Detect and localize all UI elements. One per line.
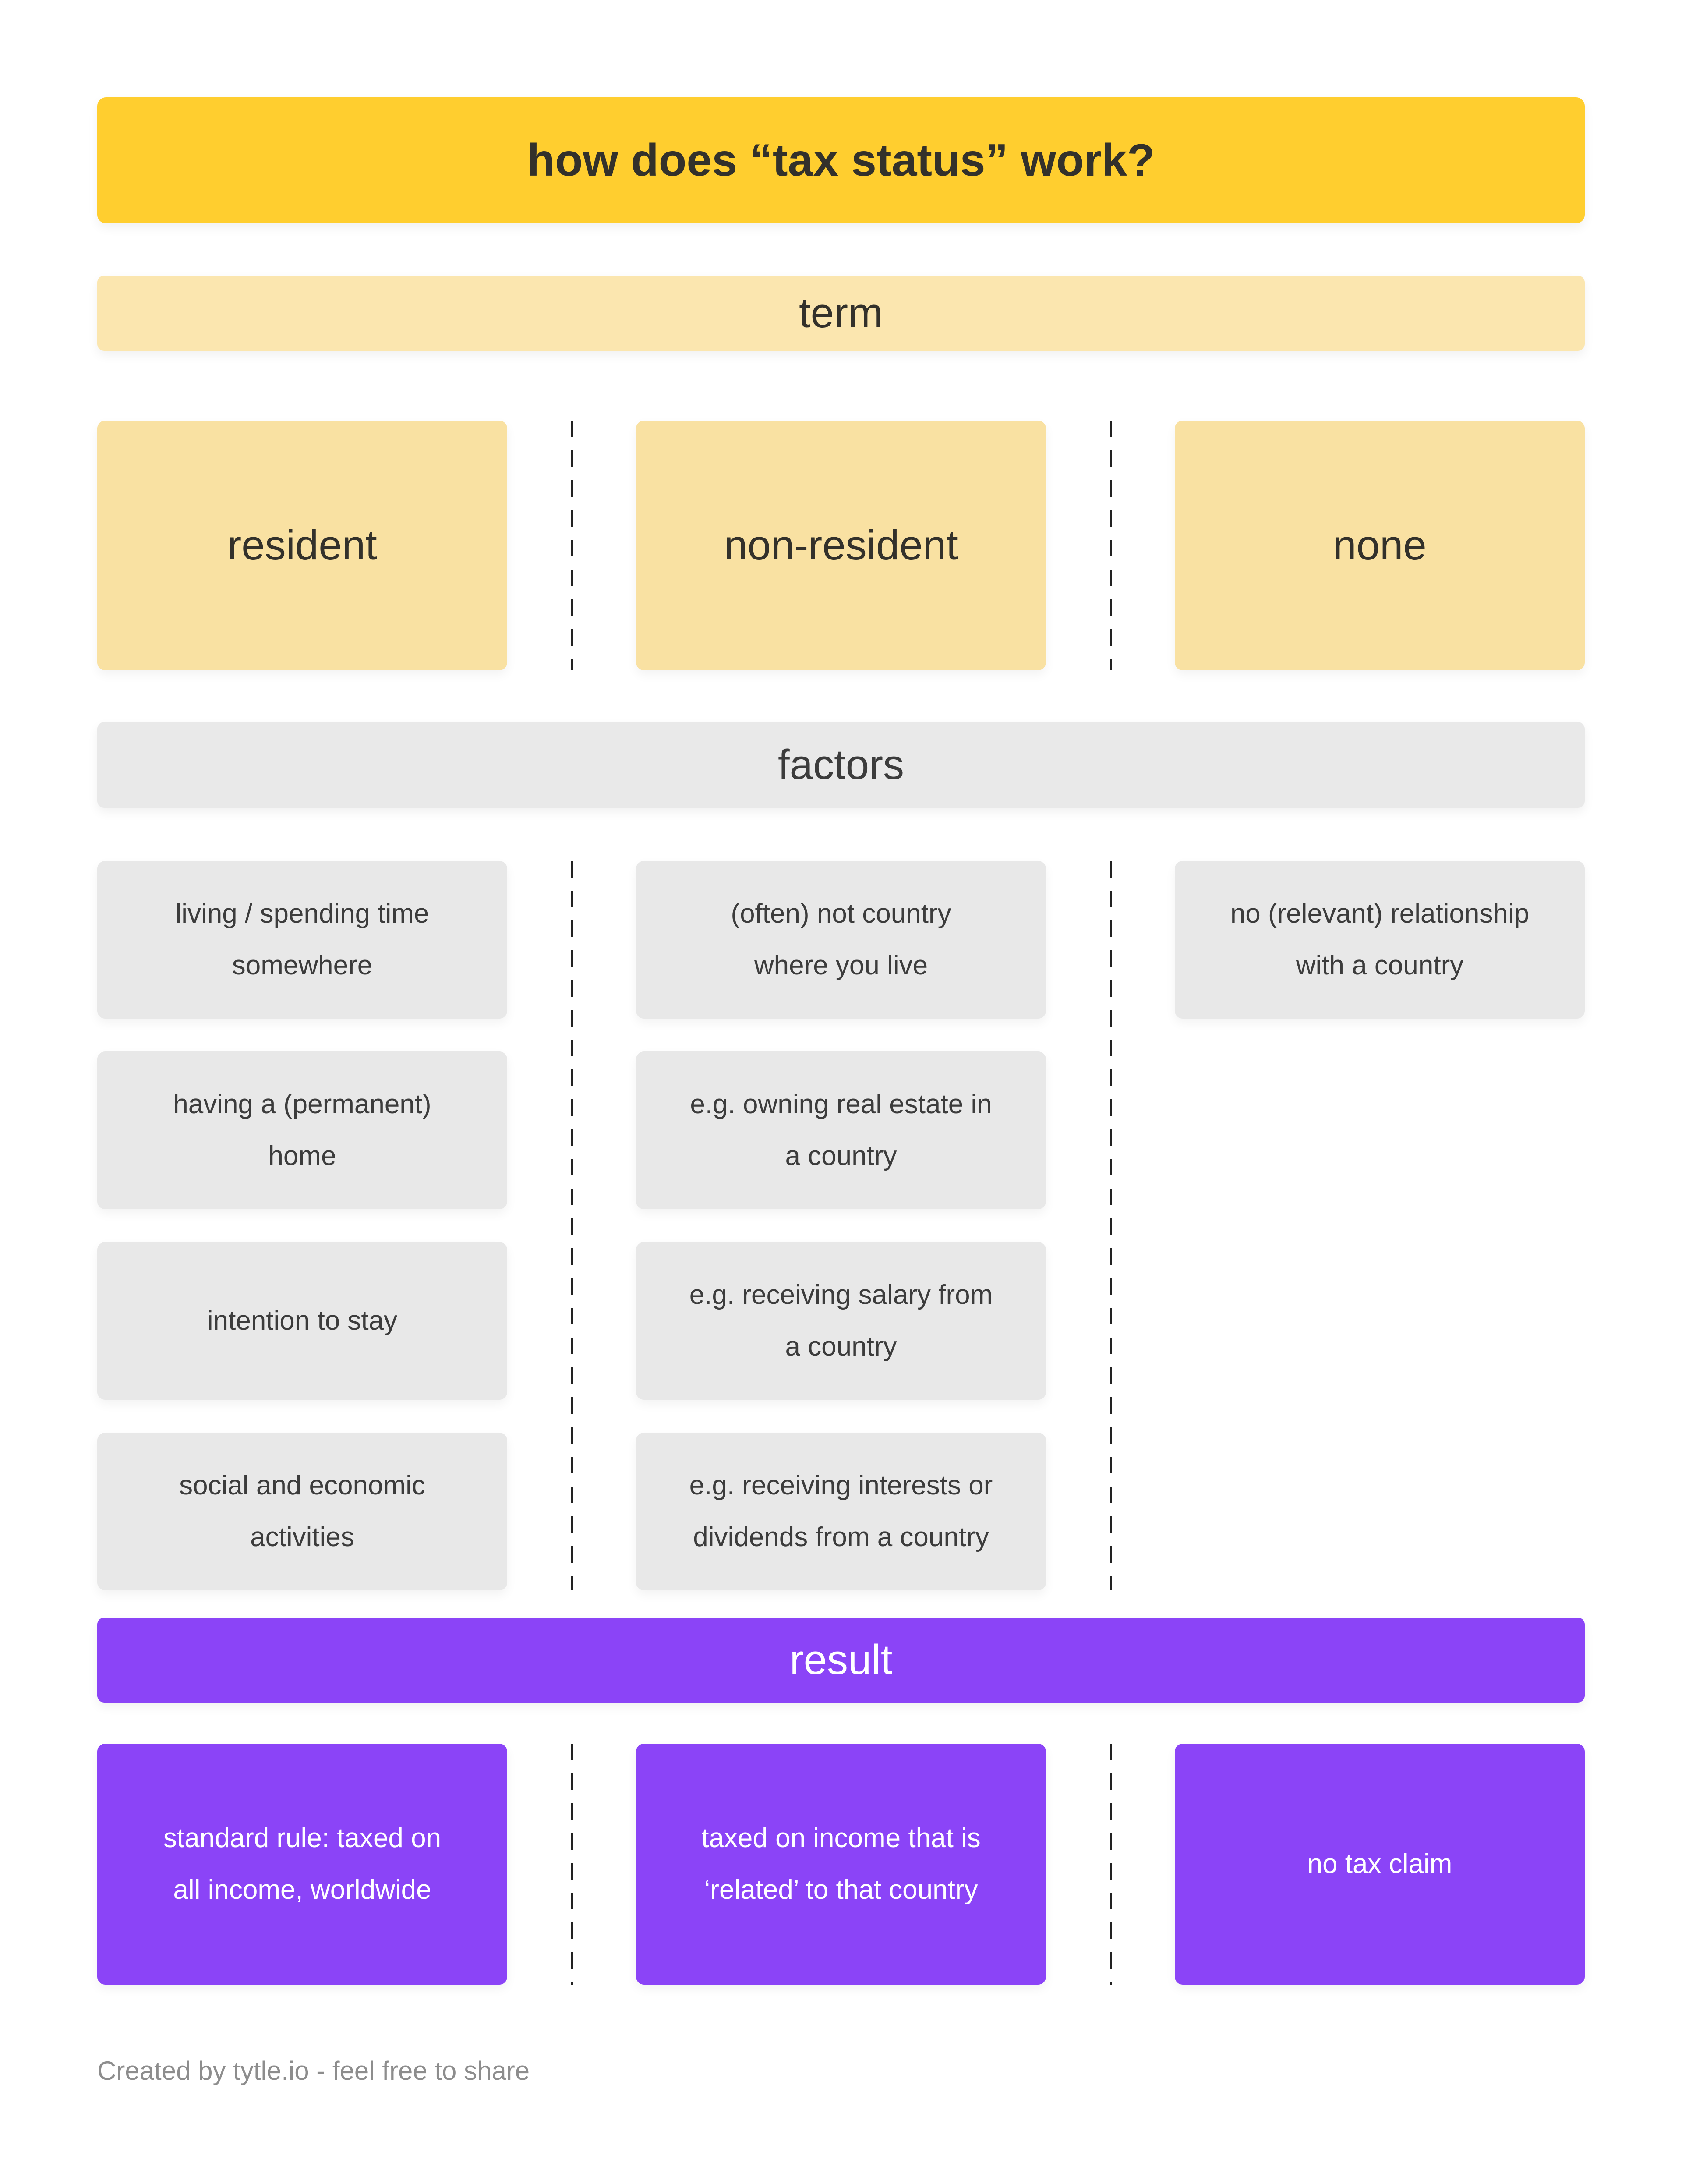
factors-divider-left (571, 861, 573, 1590)
factor-box-home: having a (permanent) home (97, 1051, 507, 1209)
page-title: how does “tax status” work? (527, 135, 1155, 186)
result-divider-right (1110, 1744, 1112, 1985)
factor-box-social-economic: social and economic activities (97, 1433, 507, 1590)
factor-box-real-estate-label: e.g. owning real estate in a country (690, 1089, 992, 1171)
result-box-worldwide-label: standard rule: taxed on all income, worl… (163, 1823, 442, 1905)
term-box-resident-label: resident (227, 522, 377, 569)
term-box-none-label: none (1333, 522, 1427, 569)
result-box-related-income: taxed on income that is ‘related’ to tha… (636, 1744, 1046, 1985)
factors-section-label: factors (777, 741, 905, 788)
factor-box-interests-dividends: e.g. receiving interests or dividends fr… (636, 1433, 1046, 1590)
result-box-worldwide: standard rule: taxed on all income, worl… (97, 1744, 507, 1985)
term-section-label: term (799, 290, 883, 336)
factor-box-social-economic-label: social and economic activities (179, 1470, 425, 1552)
factor-box-not-country: (often) not country where you live (636, 861, 1046, 1019)
factor-box-interests-dividends-label: e.g. receiving interests or dividends fr… (689, 1470, 993, 1552)
term-box-resident: resident (97, 421, 507, 670)
footer-credit: Created by tytle.io - feel free to share (97, 2056, 530, 2085)
term-box-none: none (1175, 421, 1585, 670)
factor-box-intention: intention to stay (97, 1242, 507, 1400)
term-divider-right (1110, 421, 1112, 670)
factors-divider-right (1110, 861, 1112, 1590)
result-box-no-tax-claim: no tax claim (1175, 1744, 1585, 1985)
result-box-related-income-label: taxed on income that is ‘related’ to tha… (701, 1823, 981, 1905)
factor-box-real-estate: e.g. owning real estate in a country (636, 1051, 1046, 1209)
result-divider-left (571, 1744, 573, 1985)
factor-box-no-relationship-label: no (relevant) relationship with a countr… (1230, 899, 1530, 980)
factors-section-header: factors (97, 722, 1585, 808)
factor-box-intention-label: intention to stay (207, 1306, 398, 1336)
term-box-non-resident-label: non-resident (724, 522, 958, 569)
result-box-no-tax-claim-label: no tax claim (1307, 1849, 1452, 1880)
factor-box-not-country-label: (often) not country where you live (731, 899, 951, 980)
title-banner: how does “tax status” work? (97, 97, 1585, 223)
factor-box-salary: e.g. receiving salary from a country (636, 1242, 1046, 1400)
factor-box-salary-label: e.g. receiving salary from a country (689, 1280, 993, 1362)
term-section-header: term (97, 276, 1585, 351)
factor-box-living: living / spending time somewhere (97, 861, 507, 1019)
factor-box-no-relationship: no (relevant) relationship with a countr… (1175, 861, 1585, 1019)
term-divider-left (571, 421, 573, 670)
factor-box-living-label: living / spending time somewhere (175, 899, 429, 980)
result-section-label: result (789, 1636, 893, 1683)
result-section-header: result (97, 1618, 1585, 1703)
factor-box-home-label: having a (permanent) home (173, 1089, 431, 1171)
term-box-non-resident: non-resident (636, 421, 1046, 670)
